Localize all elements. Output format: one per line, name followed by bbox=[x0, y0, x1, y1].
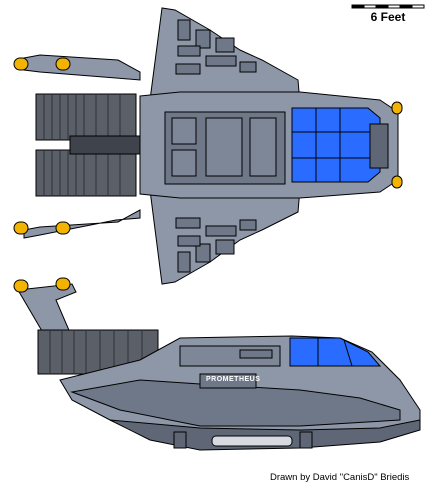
top-canopy bbox=[291, 107, 381, 183]
missile-pod-upper bbox=[13, 54, 141, 81]
scale-label: 6 Feet bbox=[370, 10, 406, 24]
top-view-ship bbox=[13, 7, 403, 285]
hull-name-text: PROMETHEUS bbox=[206, 376, 261, 383]
missile-pod-lower bbox=[13, 209, 141, 239]
side-canopy bbox=[289, 337, 382, 367]
artist-credit: Drawn by David "CanisD" Briedis bbox=[270, 472, 410, 483]
engine-lower bbox=[35, 149, 137, 197]
side-view-ship bbox=[13, 277, 421, 451]
engine-upper bbox=[35, 93, 137, 141]
scale-ruler bbox=[351, 4, 425, 9]
